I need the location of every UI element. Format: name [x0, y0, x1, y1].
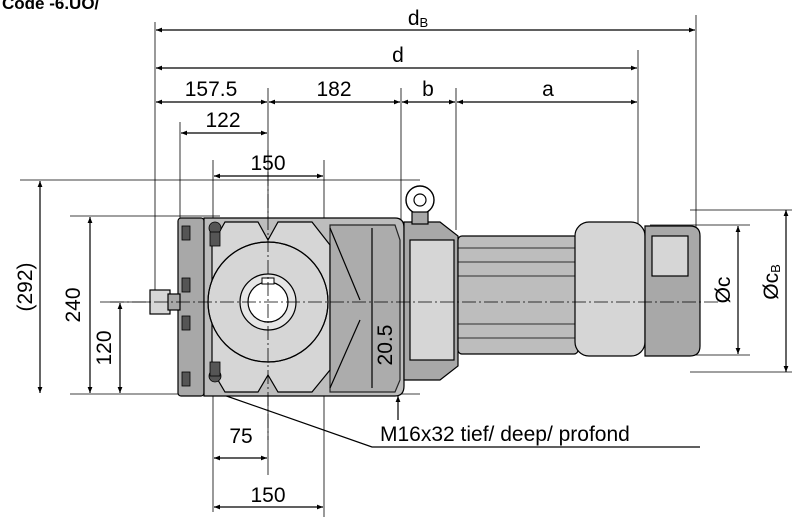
dim-150-top-label: 150 — [250, 152, 285, 175]
thread-note-label: M16x32 tief/ deep/ profond — [380, 423, 630, 446]
adapter-flange — [403, 185, 459, 381]
dimension-lines — [37, 27, 792, 510]
motor-body — [457, 221, 701, 357]
centerlines — [110, 150, 720, 440]
dim-a-label: a — [542, 78, 554, 101]
dim-b-label: b — [422, 78, 434, 101]
dim-150-bottom-label: 150 — [250, 484, 285, 507]
gear-housing — [149, 217, 405, 397]
dim-dB-label: dB — [408, 7, 428, 30]
dim-dia-cB-label: ØcB — [760, 264, 783, 300]
dim-d-label: d — [392, 44, 404, 67]
dim-292-label: (292) — [14, 262, 37, 311]
dimension-labels: dB d 157.5 182 b a 122 150 (292) 240 120… — [14, 7, 783, 507]
dim-157-5-label: 157.5 — [185, 78, 238, 101]
dim-122-label: 122 — [205, 109, 240, 132]
dim-182-label: 182 — [316, 78, 351, 101]
dim-dia-c-label: Øc — [712, 277, 735, 304]
code-label: Code -6.UO/ — [2, 0, 100, 13]
dim-240-label: 240 — [62, 287, 85, 322]
dim-120-label: 120 — [93, 330, 116, 365]
dim-75-label: 75 — [229, 425, 252, 448]
dim-20-5-label: 20.5 — [374, 325, 397, 366]
